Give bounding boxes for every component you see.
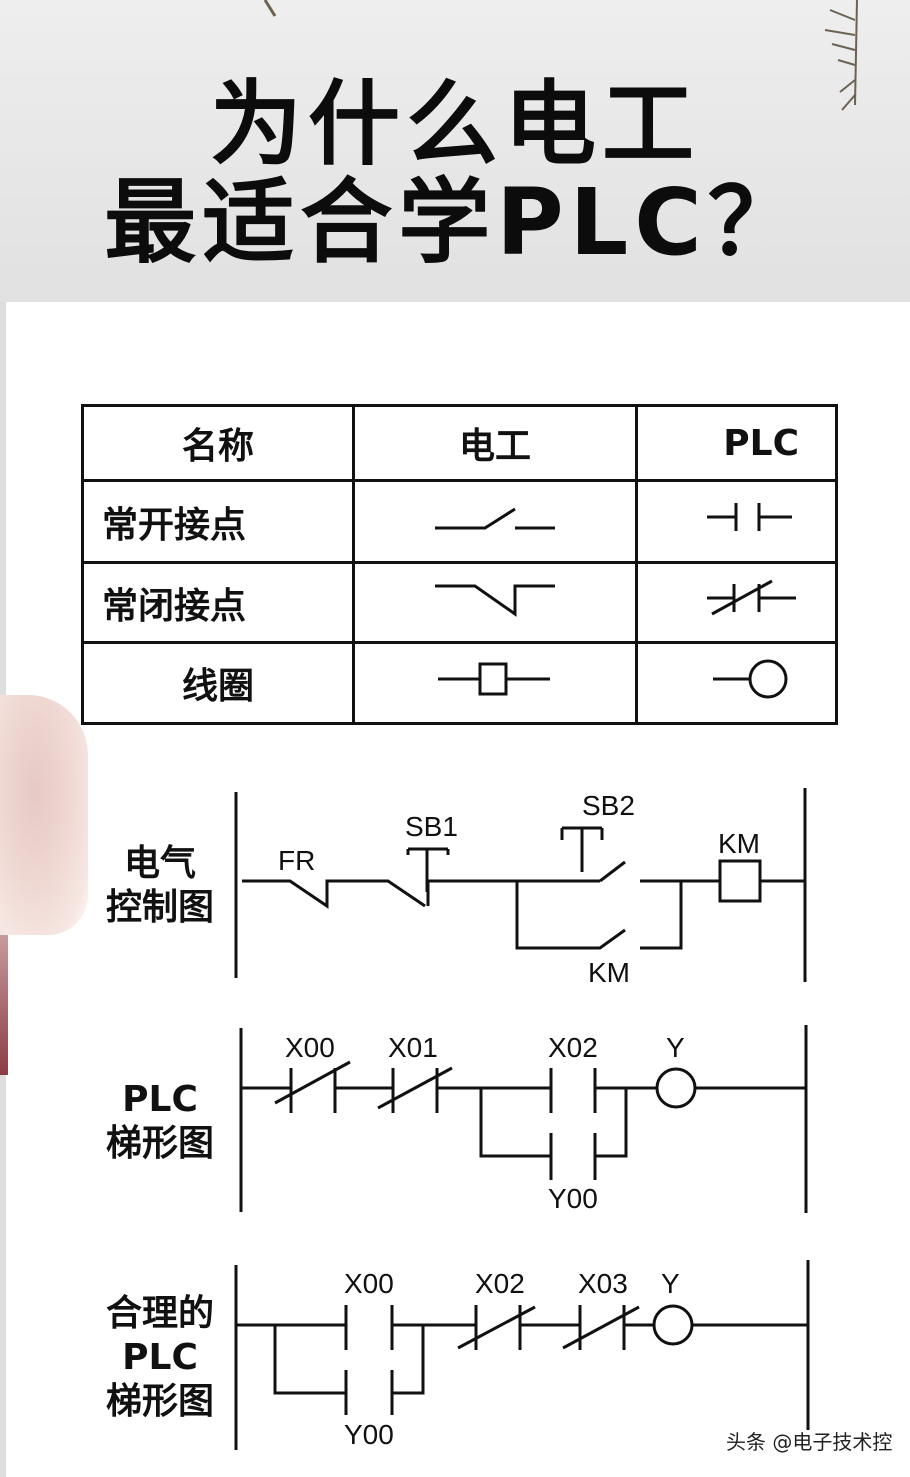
label-y00: Y00 <box>548 1183 598 1214</box>
header-banner <box>0 0 910 302</box>
label-line: 梯形图 <box>105 1381 214 1422</box>
row-name: 线圈 <box>81 641 355 725</box>
label-km-coil: KM <box>718 828 760 859</box>
title-line-1: 为什么电工 <box>209 71 700 178</box>
label-line: PLC <box>122 1337 198 1378</box>
table-row: 线圈 <box>81 641 838 725</box>
watermark: 头条 @电子技术控 <box>726 1430 893 1454</box>
normally-closed-contact-icon <box>352 561 638 644</box>
label-km-contact: KM <box>588 957 630 988</box>
diagram-label-optimized-ladder: 合理的 PLC 梯形图 <box>90 1292 230 1424</box>
header-plc-text: PLC <box>723 422 799 464</box>
leaf-decoration-icon <box>263 0 277 17</box>
label-y: Y <box>661 1268 680 1299</box>
row-name: 常开接点 <box>81 479 355 564</box>
plc-no-contact-icon <box>635 479 838 564</box>
optimized-ladder-labels: X00 X02 X03 Y Y00 <box>344 1268 680 1450</box>
symbol-comparison-table: 名称 电工 PLC 常开接点 常闭接点 线圈 <box>81 404 838 725</box>
diagram-label-ladder: PLC 梯形图 <box>90 1078 230 1166</box>
label-x03: X03 <box>578 1268 628 1299</box>
label-line: 电气 <box>123 843 196 884</box>
label-line: 控制图 <box>105 887 214 928</box>
finger-photo <box>0 695 88 935</box>
label-sb1: SB1 <box>405 811 458 842</box>
optimized-ladder-diagram <box>234 1260 810 1450</box>
row-name: 常闭接点 <box>81 561 355 644</box>
header-plc: PLC <box>635 404 838 482</box>
table-row: 常开接点 <box>81 479 838 564</box>
header-name: 名称 <box>81 404 355 482</box>
label-x00: X00 <box>285 1032 335 1063</box>
normally-open-contact-icon <box>352 479 638 564</box>
plc-ladder-diagram <box>239 1025 808 1213</box>
title-line-2: 最适合学PLC？ <box>104 169 806 276</box>
finger-photo-edge <box>0 935 8 1075</box>
table-header-row: 名称 电工 PLC <box>81 404 838 482</box>
label-y: Y <box>666 1032 685 1063</box>
label-sb2: SB2 <box>582 790 635 821</box>
diagram-label-electrical: 电气 控制图 <box>90 842 230 930</box>
electrical-control-labels: FR SB1 SB2 KM KM <box>278 790 760 988</box>
header-electrician: 电工 <box>352 404 638 482</box>
label-y00: Y00 <box>344 1419 394 1450</box>
label-x01: X01 <box>388 1032 438 1063</box>
plc-nc-contact-icon <box>635 561 838 644</box>
label-line: 合理的 <box>105 1293 214 1334</box>
label-x00: X00 <box>344 1268 394 1299</box>
plc-coil-circle-icon <box>635 641 838 725</box>
leaf-decoration-icon <box>824 0 858 111</box>
coil-box-icon <box>352 641 638 725</box>
label-x02: X02 <box>475 1268 525 1299</box>
label-fr: FR <box>278 845 315 876</box>
label-line: PLC <box>122 1079 198 1120</box>
table-row: 常闭接点 <box>81 561 838 644</box>
electrical-control-diagram <box>234 788 807 982</box>
plc-ladder-labels: X00 X01 X02 Y Y00 <box>285 1032 685 1214</box>
label-line: 梯形图 <box>105 1123 214 1164</box>
label-x02: X02 <box>548 1032 598 1063</box>
